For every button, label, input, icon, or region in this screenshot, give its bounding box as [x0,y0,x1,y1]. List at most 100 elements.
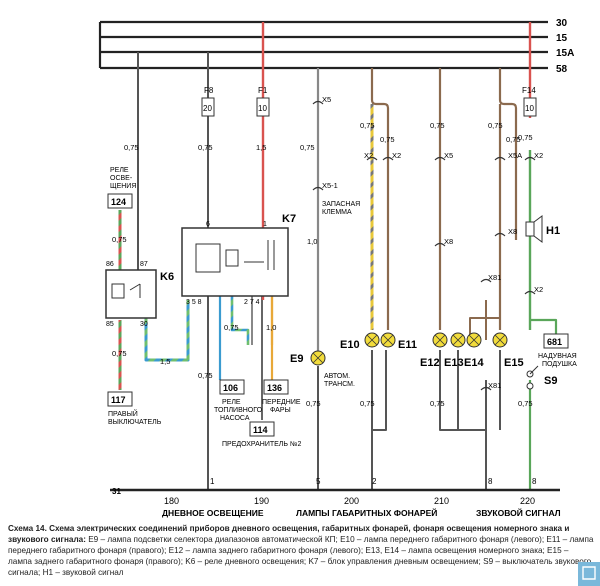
ref-box-114-id: 114 [253,425,268,435]
gauge-e10-lower: 0,75 [360,399,375,408]
fuse-f14-rating: 10 [525,104,534,113]
gauge-124: 0,75 [112,235,127,244]
relay-note: РЕЛЕ ОСВЕ- ЩЕНИЯ [110,167,136,190]
caption-title: Схема 14. Схема электрических соединений… [8,524,570,544]
gauge-f1: 1,5 [256,143,266,152]
svg-text:30: 30 [140,321,148,328]
gauge-117: 0,75 [112,349,127,358]
lamp-e15: E15 [492,332,524,369]
bus-label-30: 30 [556,18,568,29]
caption-body: E9 – лампа подсветки селектора диапазоно… [8,535,594,577]
bus-label-58: 58 [556,64,568,75]
svg-text:85: 85 [106,321,114,328]
connector-x5a: X5A [508,151,522,160]
gauge-e15-upper: 0,75 [488,121,503,130]
svg-text:1: 1 [263,221,267,228]
ref-box-136-id: 136 [267,383,282,393]
ref-box-136-label-2: ФАРЫ [270,407,291,414]
ref-box-124: 124 [107,193,133,209]
connector-x2-e11: X2 [392,151,401,160]
ground-point-8b: 8 [532,477,537,486]
page-corner-icon [582,566,596,580]
ref-box-106-label-1: РЕЛЕ [222,399,241,406]
svg-text:3 5 8: 3 5 8 [186,299,202,306]
lamp-e14-label: E14 [464,357,484,369]
switch-s9-label: S9 [544,375,557,387]
control-unit-k7-label: K7 [282,213,296,225]
connector-x8-right: X8 [508,227,517,236]
relay-k6-label: K6 [160,271,174,283]
gauge-k7-side-b: 1,0 [266,323,276,332]
fuse-f8: F8 20 [201,86,215,117]
relay-k6: K6 86 87 85 30 [105,261,174,328]
ref-box-114-label: ПРЕДОХРАНИТЕЛЬ №2 [222,441,301,448]
gauge-x5-lower: 1,0 [307,237,317,246]
gauge-e11-upper: 0,75 [380,135,395,144]
lamp-e10: E10 [340,332,380,351]
horn-h1: H1 [525,215,560,243]
ref-box-106-label-2: ТОПЛИВНОГО [214,407,263,414]
ref-box-124-id: 124 [111,197,126,207]
fuse-f14: F14 10 [522,86,537,117]
lamp-e9: E9 АВТОМ. ТРАНСМ. [290,350,355,388]
svg-text:87: 87 [140,261,148,268]
wires [110,22,560,492]
ref-box-117-id: 117 [111,395,126,405]
ref-box-114: 114 ПРЕДОХРАНИТЕЛЬ №2 [222,421,301,448]
ref-box-117-label-1: ПРАВЫЙ [108,409,138,418]
gauge-k6-k7: 1,5 [160,357,170,366]
spare-terminal-line-1: ЗАПАСНАЯ [322,201,360,208]
lamp-e13-label: E13 [444,357,464,369]
bus-label-15a: 15A [556,48,574,59]
bus-label-15: 15 [556,33,568,44]
section-parking-lamps: ЛАМПЫ ГАБАРИТНЫХ ФОНАРЕЙ [296,507,437,518]
connector-x8-left: X8 [444,237,453,246]
svg-text:6: 6 [206,221,210,228]
lamp-e9-note-1: АВТОМ. [324,373,350,380]
relay-note-line-3: ЩЕНИЯ [110,183,136,190]
horn-h1-label: H1 [546,225,560,237]
ref-box-117: 117 ПРАВЫЙ ВЫКЛЮЧАТЕЛЬ [107,391,162,426]
svg-text:2 7 4: 2 7 4 [244,299,260,306]
lamp-e9-note-2: ТРАНСМ. [324,381,355,388]
connector-x2-horn: X2 [534,151,543,160]
spare-terminal-note: ЗАПАСНАЯ КЛЕММА [322,201,360,216]
ground-point-8a: 8 [488,477,493,486]
fuse-f1-rating: 10 [258,104,267,113]
gauge-k7-out: 0,75 [198,371,213,380]
ground-point-5: 5 [316,477,321,486]
connector-x2-e10: X2 [364,151,373,160]
scale-tick-180: 180 [164,496,179,506]
figure-caption: Схема 14. Схема электрических соединений… [8,523,594,578]
svg-text:86: 86 [106,261,114,268]
connector-x81-bottom: X81 [488,381,501,390]
gauge-e12-lower: 0,75 [430,399,445,408]
scale-tick-220: 220 [520,496,535,506]
lamp-e15-label: E15 [504,357,524,369]
ground-points: 31 1 5 2 8 8 [112,477,537,496]
gauge-e15b-upper: 0,75 [506,135,521,144]
wire-gauges: 0,75 0,75 1,5 0,75 1,0 0,75 0,75 0,75 0,… [112,121,533,408]
bus-bars: 30 15 15A 58 [98,18,574,75]
connector-x5-e12: X5 [444,151,453,160]
scale-tick-190: 190 [254,496,269,506]
fuse-f1: F1 10 [256,86,270,117]
section-titles: ДНЕВНОЕ ОСВЕЩЕНИЕ ЛАМПЫ ГАБАРИТНЫХ ФОНАР… [162,507,561,518]
gauge-horn-lower: 0,75 [518,399,533,408]
lamp-e11-label: E11 [398,339,417,351]
ground-point-2: 2 [372,477,377,486]
corner-tab [578,562,600,586]
spare-terminal-line-2: КЛЕММА [322,209,352,216]
lamp-e12: E12 [420,332,448,369]
scale-tick-200: 200 [344,496,359,506]
ref-box-106-id: 106 [223,383,238,393]
relay-note-line-2: ОСВЕ- [110,175,133,182]
gauge-e12-upper: 0,75 [430,121,445,130]
ref-box-681-label-2: ПОДУШКА [542,361,577,368]
fuse-f1-name: F1 [258,86,268,95]
gauge-x5: 0,75 [300,143,315,152]
fuse-f14-name: F14 [522,86,536,95]
ref-box-106-label-3: НАСОСА [220,415,250,422]
fuse-f8-name: F8 [204,86,214,95]
